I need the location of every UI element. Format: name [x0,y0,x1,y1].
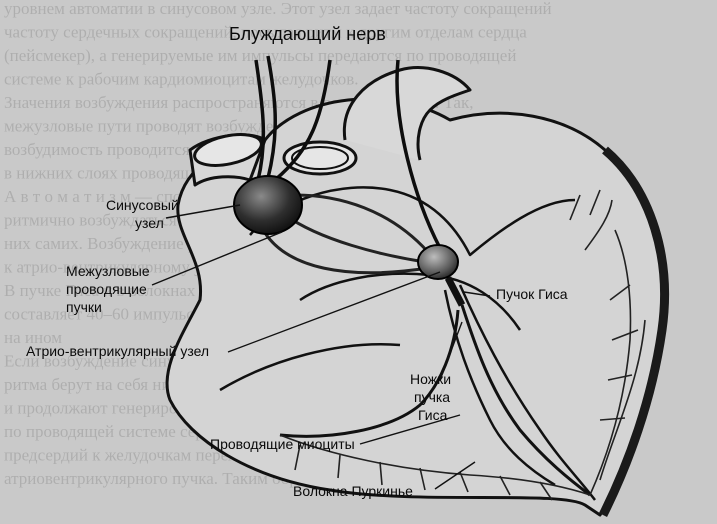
background-text-line: уровнем автоматии в синусовом узле. Этот… [4,0,552,18]
label-av-node: Атрио-вентрикулярный узел [26,343,209,359]
label-purkinje-fibers: Волокна Пуркинье [293,483,413,499]
vagus-nerve-fibers [254,55,442,249]
labels: Блуждающий нерв Синусовый узел Межузловы… [26,24,568,499]
internodal-bundles [260,193,430,275]
title-vagus-nerve: Блуждающий нерв [229,24,386,44]
label-conducting-myocytes: Проводящие миоциты [210,436,355,452]
sinus-node [233,175,303,235]
leader-lines [151,204,491,490]
his-bundle-branches [279,276,591,497]
background-text-line: системе к рабочим кардиомиоцитам желудоч… [4,70,359,89]
background-text-line: (пейсмекер), а генерируемые им импульсы … [4,46,516,65]
av-node [417,244,459,280]
purkinje-fibers [279,189,646,501]
background-text-line: частоту сердечных сокращений, посылая ри… [4,23,527,42]
label-internodal-bundles: Межузловые проводящие пучки [66,263,154,315]
label-his-bundle: Пучок Гиса [496,286,568,302]
background-text-line: на ином [4,328,62,347]
label-sinus-node: Синусовый узел [106,197,183,231]
label-bundle-branches: Ножки пучка Гиса [410,371,455,423]
